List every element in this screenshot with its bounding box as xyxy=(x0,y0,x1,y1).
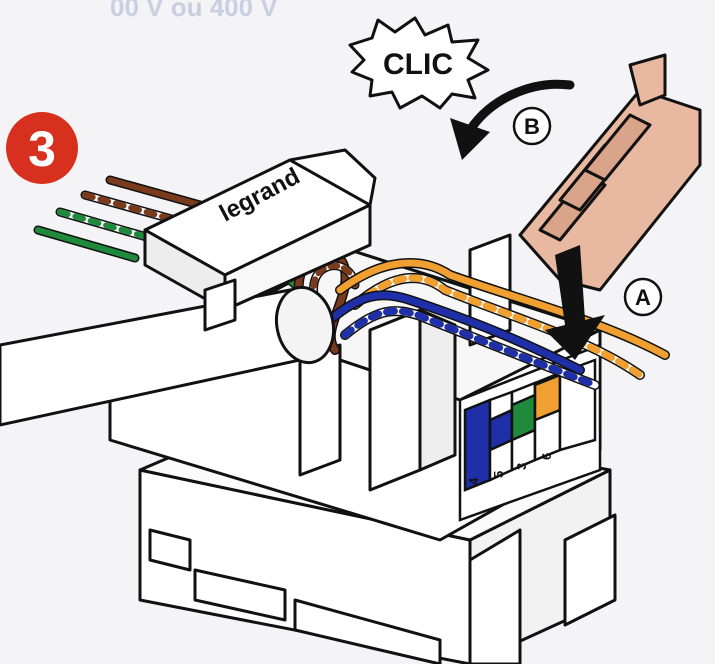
terminal-block xyxy=(458,343,602,522)
terminal-number-labels: 4 5 3 6 xyxy=(466,453,554,485)
clic-sound-text: CLIC xyxy=(383,48,453,81)
wire-blue-white xyxy=(341,307,599,389)
wires xyxy=(33,175,670,390)
rotate-arrow-b xyxy=(450,79,575,160)
press-arrow-a xyxy=(545,245,605,360)
terminal-number: 6 xyxy=(539,453,554,460)
callout-b-label: B xyxy=(524,114,540,139)
step-badge: 3 xyxy=(6,112,78,184)
clic-burst: CLIC xyxy=(348,16,490,110)
wire-green xyxy=(35,227,138,261)
callout-b: B xyxy=(512,106,552,146)
wire-brown xyxy=(107,177,203,208)
terminal-number: 4 xyxy=(466,477,481,485)
callout-a-label: A xyxy=(635,285,651,310)
terminal-number: 5 xyxy=(491,471,506,478)
step-number: 3 xyxy=(28,121,56,177)
wire-orange-white xyxy=(351,274,644,379)
terminal-number: 3 xyxy=(514,463,529,470)
wire-green-white xyxy=(57,209,153,241)
faded-header-text: 00 V ou 400 V xyxy=(110,0,278,22)
terminal-cell-blue xyxy=(463,398,492,492)
wire-brown-white xyxy=(82,192,178,223)
connector-cap xyxy=(518,53,702,292)
cable xyxy=(0,285,336,427)
legrand-plug xyxy=(143,148,377,332)
wire-orange xyxy=(336,259,669,359)
wire-blue xyxy=(326,291,584,374)
callout-a: A xyxy=(623,277,663,317)
